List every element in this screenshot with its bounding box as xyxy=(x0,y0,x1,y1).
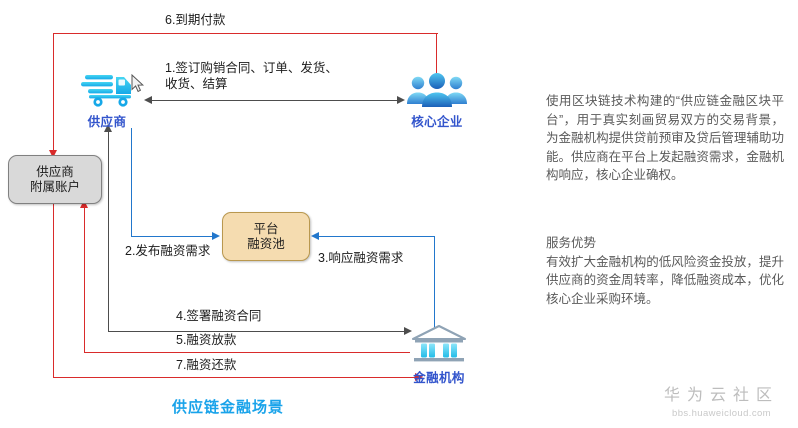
bank-icon xyxy=(410,324,468,366)
flow-3-line-horizontal xyxy=(318,236,435,237)
flow-2-line-horizontal xyxy=(131,236,213,237)
flow-4-arrowhead xyxy=(404,327,412,335)
watermark-url: bbs.huaweicloud.com xyxy=(672,408,771,419)
flow-1-label-line1: 1.签订购销合同、订单、发货、 xyxy=(165,61,338,75)
flow-5-arrowhead xyxy=(79,200,88,208)
flow-7-label: 7.融资还款 xyxy=(176,358,237,372)
flow-1-label-line2: 收货、结算 xyxy=(165,77,228,91)
flow-6-line-left xyxy=(53,33,54,151)
flow-6-arrowhead xyxy=(48,150,57,158)
flow-3-label: 3.响应融资需求 xyxy=(318,251,404,265)
node-core-enterprise-label: 核心企业 xyxy=(411,115,463,129)
flow-7-line-horizontal xyxy=(53,377,416,378)
flow-4-arrowhead-supplier xyxy=(103,124,112,132)
advantage-title: 服务优势 xyxy=(546,236,597,250)
watermark-name: 华为云社区 xyxy=(664,387,780,404)
description-paragraph-1: 使用区块链技术构建的“供应链金融区块平台”，用于真实刻画贸易双方的交易背景，为金… xyxy=(546,94,784,182)
flow-3-arrowhead xyxy=(311,232,319,240)
flow-1-line xyxy=(152,99,397,101)
flow-5-line-vertical xyxy=(84,206,85,353)
advantage-panel: 服务优势 有效扩大金融机构的低风险资金投放，提升供应商的资金周转率，降低融资成本… xyxy=(546,234,784,308)
flow-3-line-vertical xyxy=(434,236,435,329)
flow-2-arrowhead xyxy=(212,232,220,240)
flow-5-label: 5.融资放款 xyxy=(176,333,237,347)
node-financial-institution[interactable]: 金融机构 xyxy=(408,324,470,386)
node-supplier-label: 供应商 xyxy=(87,115,127,129)
node-platform-pool-line1: 平台 xyxy=(253,221,279,236)
flow-4-line-horizontal xyxy=(108,331,405,332)
flow-7-line-vertical xyxy=(53,202,54,378)
advantage-paragraph: 有效扩大金融机构的低风险资金投放，提升供应商的资金周转率，降低融资成本，优化核心… xyxy=(546,254,784,306)
flow-5-line-horizontal xyxy=(84,352,410,353)
node-platform-pool-line2: 融资池 xyxy=(247,236,285,251)
flow-2-label: 2.发布融资需求 xyxy=(125,244,211,258)
diagram-caption: 供应链金融场景 xyxy=(172,399,285,416)
truck-icon xyxy=(79,68,135,110)
flow-6-line-top xyxy=(53,33,438,34)
node-platform-pool[interactable]: 平台 融资池 xyxy=(222,212,310,261)
node-core-enterprise[interactable]: 核心企业 xyxy=(404,70,470,130)
people-group-icon xyxy=(406,70,468,110)
description-panel: 使用区块链技术构建的“供应链金融区块平台”，用于真实刻画贸易双方的交易背景，为金… xyxy=(546,92,784,185)
node-supplier[interactable]: 供应商 xyxy=(76,68,138,130)
node-financial-institution-label: 金融机构 xyxy=(413,371,465,385)
mouse-cursor-icon xyxy=(131,73,145,98)
flow-4-label: 4.签署融资合同 xyxy=(176,309,262,323)
node-supplier-account-line2: 附属账户 xyxy=(29,179,80,194)
node-supplier-account-line1: 供应商 xyxy=(36,164,74,179)
flow-6-label: 6.到期付款 xyxy=(165,13,226,27)
node-supplier-account[interactable]: 供应商 附属账户 xyxy=(8,155,102,204)
flow-1-arrowhead-left xyxy=(144,95,152,104)
flow-7-arrowhead xyxy=(415,373,423,381)
flow-4-line-vertical xyxy=(108,128,109,332)
flow-2-line-vertical xyxy=(131,128,132,237)
flow-6-line-right xyxy=(436,33,438,76)
flow-1-arrowhead-right xyxy=(397,95,405,104)
watermark: 华为云社区 bbs.huaweicloud.com xyxy=(664,381,779,419)
